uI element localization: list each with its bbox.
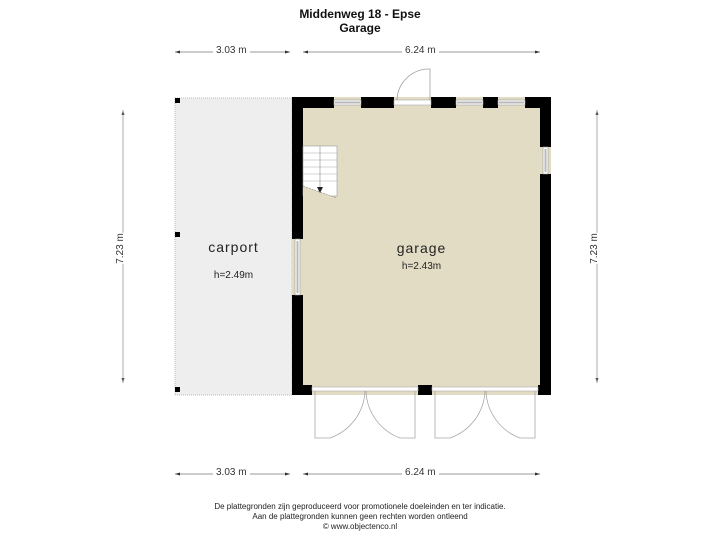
carport-post: [175, 387, 180, 392]
wall-top: [483, 97, 498, 108]
carport-area: [174, 97, 293, 396]
disclaimer-line-2: Aan de plattegronden kunnen geen rechten…: [252, 512, 468, 521]
door-bottom-swing: [365, 390, 416, 439]
carport-post: [175, 232, 180, 237]
dimension-label-top-left: 3.03 m: [213, 45, 250, 56]
dimension-label-bottom-left: 3.03 m: [213, 467, 250, 478]
wall-right: [540, 174, 551, 395]
staircase: [302, 145, 338, 199]
wall-left: [292, 97, 303, 239]
wall-top: [431, 97, 456, 108]
window-top-glass: [335, 101, 360, 104]
disclaimer-line-1: De plattegronden zijn geproduceerd voor …: [214, 502, 506, 511]
window-top-glass: [499, 101, 524, 104]
wall-right: [540, 97, 551, 147]
stair-direction-arrow-icon: [317, 187, 323, 193]
room-name-garage: garage: [396, 240, 447, 256]
wall-bottom: [538, 385, 551, 395]
wall-bottom: [418, 385, 432, 395]
room-name-carport: carport: [208, 239, 259, 255]
plan-subtitle: Garage: [339, 21, 381, 35]
room-height-garage: h=2.43m: [401, 261, 442, 272]
dimension-label-top-right: 6.24 m: [402, 45, 439, 56]
door-bottom-swing: [485, 390, 536, 439]
dimension-label-bottom-right: 6.24 m: [402, 467, 439, 478]
wall-top: [525, 97, 551, 108]
door-top-opening: [393, 99, 432, 106]
door-bottom-swing: [314, 390, 366, 439]
wall-top: [361, 97, 394, 108]
door-bottom-swing: [434, 390, 486, 439]
dimension-label-right: 7.23 m: [585, 233, 603, 264]
room-height-carport: h=2.49m: [213, 270, 254, 281]
carport-post: [175, 98, 180, 103]
window-top-glass: [457, 101, 482, 104]
plan-title: Middenweg 18 - Epse: [299, 7, 421, 21]
door-bottom-opening: [311, 386, 419, 392]
door-top-swing: [396, 68, 431, 101]
dimension-label-left: 7.23 m: [111, 233, 129, 264]
window-right-glass: [544, 149, 547, 172]
wall-bottom: [292, 385, 312, 395]
door-bottom-opening: [431, 386, 539, 392]
window-left-glass: [296, 241, 299, 293]
copyright-line: © www.objectenco.nl: [322, 522, 398, 531]
wall-top: [292, 97, 334, 108]
wall-left: [292, 295, 303, 395]
